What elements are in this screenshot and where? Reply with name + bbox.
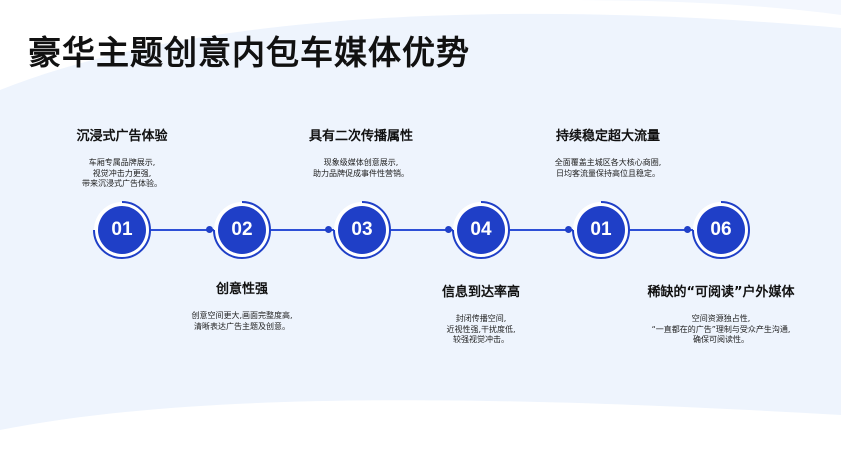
- step-number: 02: [231, 219, 253, 240]
- step-number: 04: [470, 219, 492, 240]
- step-description: 创意空间更大,画面完整度高, 清晰表达广告主题及创意。: [142, 311, 342, 332]
- step-heading: 稀缺的“可阅读”户外媒体: [647, 285, 795, 300]
- step-ring: [93, 201, 151, 259]
- step-node: 06: [692, 201, 750, 259]
- desc-line: 空间资源独占性,: [691, 314, 751, 323]
- desc-line: 车厢专属品牌展示,: [88, 158, 156, 167]
- step-description: 全面覆盖主城区各大核心商圈, 日均客流量保持高位且稳定。: [508, 158, 708, 179]
- desc-line: 视觉冲击力更强,: [92, 168, 152, 178]
- desc-line: 带来沉浸式广告体验。: [82, 179, 162, 188]
- step-heading: 具有二次传播属性: [308, 129, 413, 144]
- step-ring: [452, 201, 510, 259]
- step-node: 03: [333, 201, 391, 259]
- step-heading: 创意性强: [215, 282, 268, 297]
- timeline-dot: [206, 226, 213, 233]
- step-ring: [572, 201, 630, 259]
- step-description: 空间资源独占性, “一直都在的广告”理制与受众产生沟通, 确保可阅读性。: [621, 314, 821, 346]
- desc-line: 日均客流量保持高位且稳定。: [556, 168, 660, 178]
- step-ring: [213, 201, 271, 259]
- step-node: 04: [452, 201, 510, 259]
- step-number: 06: [710, 219, 732, 240]
- desc-line: 较强视觉冲击。: [453, 335, 509, 344]
- desc-line: 现象级媒体创意展示,: [323, 158, 399, 167]
- step-heading: 持续稳定超大流量: [555, 129, 660, 144]
- page-title: 豪华主题创意内包车媒体优势: [28, 33, 470, 72]
- desc-line: 封闭传播空间,: [455, 314, 507, 323]
- step-node: 01: [93, 201, 151, 259]
- desc-line: “一直都在的广告”理制与受众产生沟通,: [651, 324, 791, 334]
- step-number: 01: [590, 219, 612, 240]
- step-heading: 信息到达率高: [441, 285, 520, 300]
- step-description: 封闭传播空间, 近视性强,干扰度低, 较强视觉冲击。: [381, 314, 581, 346]
- desc-line: 确保可阅读性。: [693, 335, 749, 344]
- step-heading: 沉浸式广告体验: [76, 129, 168, 144]
- step-ring: [692, 201, 750, 259]
- step-description: 现象级媒体创意展示, 助力品牌促成事件性营销。: [261, 158, 461, 179]
- timeline-dot: [565, 226, 572, 233]
- step-number: 01: [111, 219, 133, 240]
- desc-line: 近视性强,干扰度低,: [446, 324, 516, 334]
- step-description: 车厢专属品牌展示, 视觉冲击力更强, 带来沉浸式广告体验。: [22, 158, 222, 190]
- step-ring: [333, 201, 391, 259]
- timeline-line: [122, 229, 722, 231]
- step-node: 02: [213, 201, 271, 259]
- desc-line: 助力品牌促成事件性营销。: [313, 168, 409, 178]
- timeline-dot: [325, 226, 332, 233]
- step-number: 03: [351, 219, 373, 240]
- desc-line: 全面覆盖主城区各大核心商圈,: [554, 158, 662, 167]
- desc-line: 创意空间更大,画面完整度高,: [191, 311, 293, 320]
- step-node: 01: [572, 201, 630, 259]
- desc-line: 清晰表达广告主题及创意。: [194, 321, 290, 331]
- timeline-dot: [684, 226, 691, 233]
- timeline-dot: [445, 226, 452, 233]
